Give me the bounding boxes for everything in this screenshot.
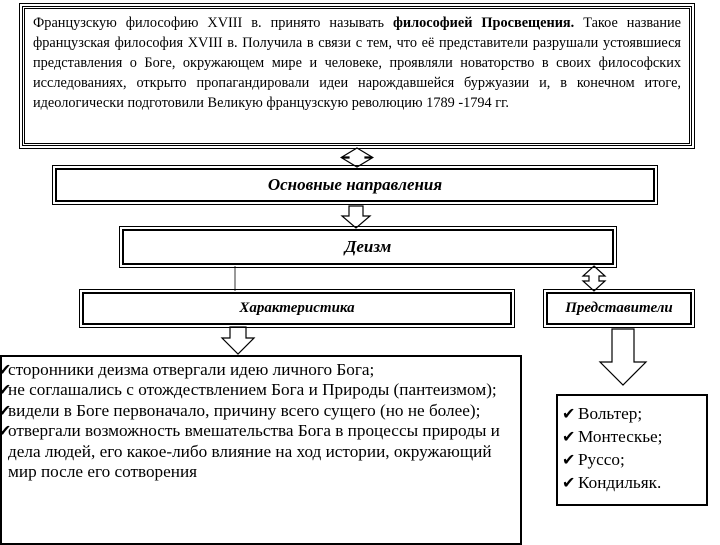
check-icon: ✔ bbox=[0, 382, 12, 400]
list-item-text: сторонники деизма отвергали идею личного… bbox=[8, 360, 375, 379]
characteristics-list: ✔ сторонники деизма отвергали идею лично… bbox=[0, 355, 522, 545]
check-icon: ✔ bbox=[0, 423, 12, 441]
list-item-text: Руссо; bbox=[578, 450, 625, 469]
check-icon: ✔ bbox=[562, 452, 576, 469]
intro-text-part2: Такое название французская философия XVI… bbox=[33, 15, 681, 111]
characteristics-box: Характеристика bbox=[79, 289, 515, 328]
list-item-text: Кондильяк. bbox=[578, 473, 662, 492]
list-item: ✔ отвергали возможность вмешательства Бо… bbox=[0, 421, 514, 482]
down-arrow-icon bbox=[598, 328, 648, 386]
check-icon: ✔ bbox=[0, 362, 12, 379]
check-icon: ✔ bbox=[0, 402, 12, 420]
list-item: ✔Руссо; bbox=[562, 448, 702, 471]
list-item: ✔Кондильяк. bbox=[562, 471, 702, 494]
list-item: ✔ сторонники деизма отвергали идею лично… bbox=[0, 360, 514, 380]
list-item-text: Вольтер; bbox=[578, 404, 643, 423]
representatives-label: Представители bbox=[565, 300, 673, 316]
representatives-list: ✔Вольтер; ✔Монтескье; ✔Руссо; ✔Кондильяк… bbox=[556, 394, 708, 506]
intro-text-part1: Французскую философию XVIII в. принято н… bbox=[33, 15, 393, 31]
check-icon: ✔ bbox=[562, 475, 576, 492]
list-item: ✔Вольтер; bbox=[562, 402, 702, 425]
double-arrow-icon bbox=[339, 147, 375, 168]
list-item-text: отвергали возможность вмешательства Бога… bbox=[8, 421, 500, 482]
main-directions-box: Основные направления bbox=[52, 165, 658, 205]
list-item: ✔ видели в Боге первоначало, причину все… bbox=[0, 400, 514, 421]
main-directions-label: Основные направления bbox=[267, 175, 443, 194]
list-item-text: видели в Боге первоначало, причину всего… bbox=[8, 400, 481, 420]
deism-label: Деизм bbox=[344, 237, 392, 256]
down-arrow-icon bbox=[220, 326, 256, 355]
characteristics-label: Характеристика bbox=[239, 300, 355, 316]
list-item: ✔ не соглашались с отождествлением Бога … bbox=[0, 380, 514, 400]
deism-box: Деизм bbox=[119, 226, 617, 268]
list-item-text: Монтескье; bbox=[578, 427, 663, 446]
intro-text-box: Французскую философию XVIII в. принято н… bbox=[19, 3, 695, 149]
intro-text-bold: философией Просвещения. bbox=[392, 15, 575, 31]
representatives-box: Представители bbox=[543, 289, 695, 328]
list-item-text: не соглашались с отождествлением Бога и … bbox=[8, 380, 497, 400]
double-arrow-vertical-icon bbox=[581, 265, 607, 292]
list-item: ✔Монтескье; bbox=[562, 425, 702, 448]
down-arrow-icon bbox=[340, 205, 372, 229]
check-icon: ✔ bbox=[562, 429, 576, 446]
check-icon: ✔ bbox=[562, 406, 576, 423]
